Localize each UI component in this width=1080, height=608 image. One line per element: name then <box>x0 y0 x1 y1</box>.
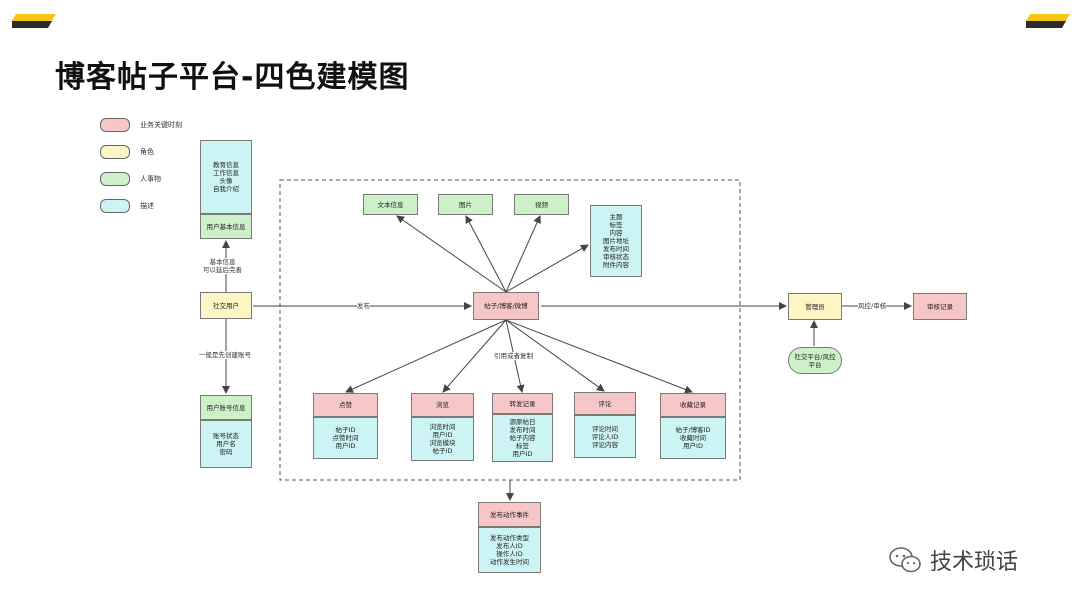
edge-post-text <box>396 215 507 293</box>
edge-post-video <box>505 215 541 293</box>
user-basic-info: 用户基本信息 <box>200 214 252 239</box>
legend-label: 业务关键时刻 <box>140 121 182 129</box>
legend-swatch-description <box>100 199 130 213</box>
edge-post-comment <box>505 319 605 392</box>
corner-decoration-left <box>12 14 56 28</box>
legend-item-moment: 业务关键时刻 <box>100 118 182 132</box>
legend-label: 描述 <box>140 202 154 210</box>
edge-post-image <box>465 215 507 293</box>
edge-post-like <box>345 319 507 393</box>
legend-swatch-thing <box>100 172 130 186</box>
edge-label-publish: 发布 <box>357 302 370 310</box>
edge-label-quote: 引用或者复制 <box>494 352 533 360</box>
edge-post-favorite <box>505 319 693 394</box>
favorite-description: 帖子/博客ID 收藏时间 用户ID <box>660 417 726 459</box>
legend-label: 角色 <box>140 148 154 156</box>
legend-item-description: 描述 <box>100 199 154 213</box>
admin: 管理员 <box>788 293 842 320</box>
edge-label-review: 风控/审核 <box>858 302 887 310</box>
legend-item-role: 角色 <box>100 145 154 159</box>
wechat-icon <box>889 547 921 573</box>
user-basic-description: 教育信息 工作信息 头像 自我介绍 <box>200 140 252 214</box>
post-description: 主题 标签 内容 图片地址 发布时间 审核状态 附件内容 <box>590 205 642 277</box>
watermark-text: 技术琐话 <box>930 550 1019 575</box>
corner-decoration-right <box>1026 14 1070 28</box>
edge-label-basic-info: 基本信息 可以延后完善 <box>203 258 242 274</box>
page-title: 博客帖子平台-四色建模图 <box>55 60 410 95</box>
legend-label: 人事物 <box>140 175 161 183</box>
image: 图片 <box>438 194 493 215</box>
edge-post-desc <box>505 244 589 293</box>
legend-swatch-role <box>100 145 130 159</box>
browse-description: 浏览时间 用户ID 浏览模块 帖子ID <box>411 417 474 461</box>
audit-record: 审核记录 <box>913 293 967 320</box>
favorite-record: 收藏记录 <box>660 393 726 417</box>
post-node: 帖子/博客/微博 <box>473 292 539 320</box>
legend-item-thing: 人事物 <box>100 172 161 186</box>
like-description: 帖子ID 点赞时间 用户ID <box>313 417 378 459</box>
legend-swatch-moment <box>100 118 130 132</box>
edge-post-browse <box>442 319 507 393</box>
text-info: 文本信息 <box>363 194 418 215</box>
social-user: 社交用户 <box>200 292 252 319</box>
comment: 评论 <box>574 392 636 415</box>
watermark: 技术琐话 <box>888 540 1018 580</box>
forward-record: 转发记录 <box>492 393 553 414</box>
user-account-info: 用户账号信息 <box>200 395 252 420</box>
user-account-description: 账号状态 用户名 密码 <box>200 420 252 468</box>
social-platform: 社交平台/风控 平台 <box>788 347 842 374</box>
publish-event-description: 发布动作类型 发布人ID 操作人ID 动作发生时间 <box>478 527 541 573</box>
forward-description: 源原帖日 发布时间 帖子内容 标签 用户ID <box>492 414 553 462</box>
video: 视频 <box>514 194 569 215</box>
publish-event: 发布动作事件 <box>478 502 541 527</box>
browse: 浏览 <box>411 393 474 417</box>
comment-description: 评论时间 评论人ID 评论内容 <box>574 415 636 458</box>
edge-label-register: 一般是先创建账号 <box>199 351 251 359</box>
like: 点赞 <box>313 393 378 417</box>
